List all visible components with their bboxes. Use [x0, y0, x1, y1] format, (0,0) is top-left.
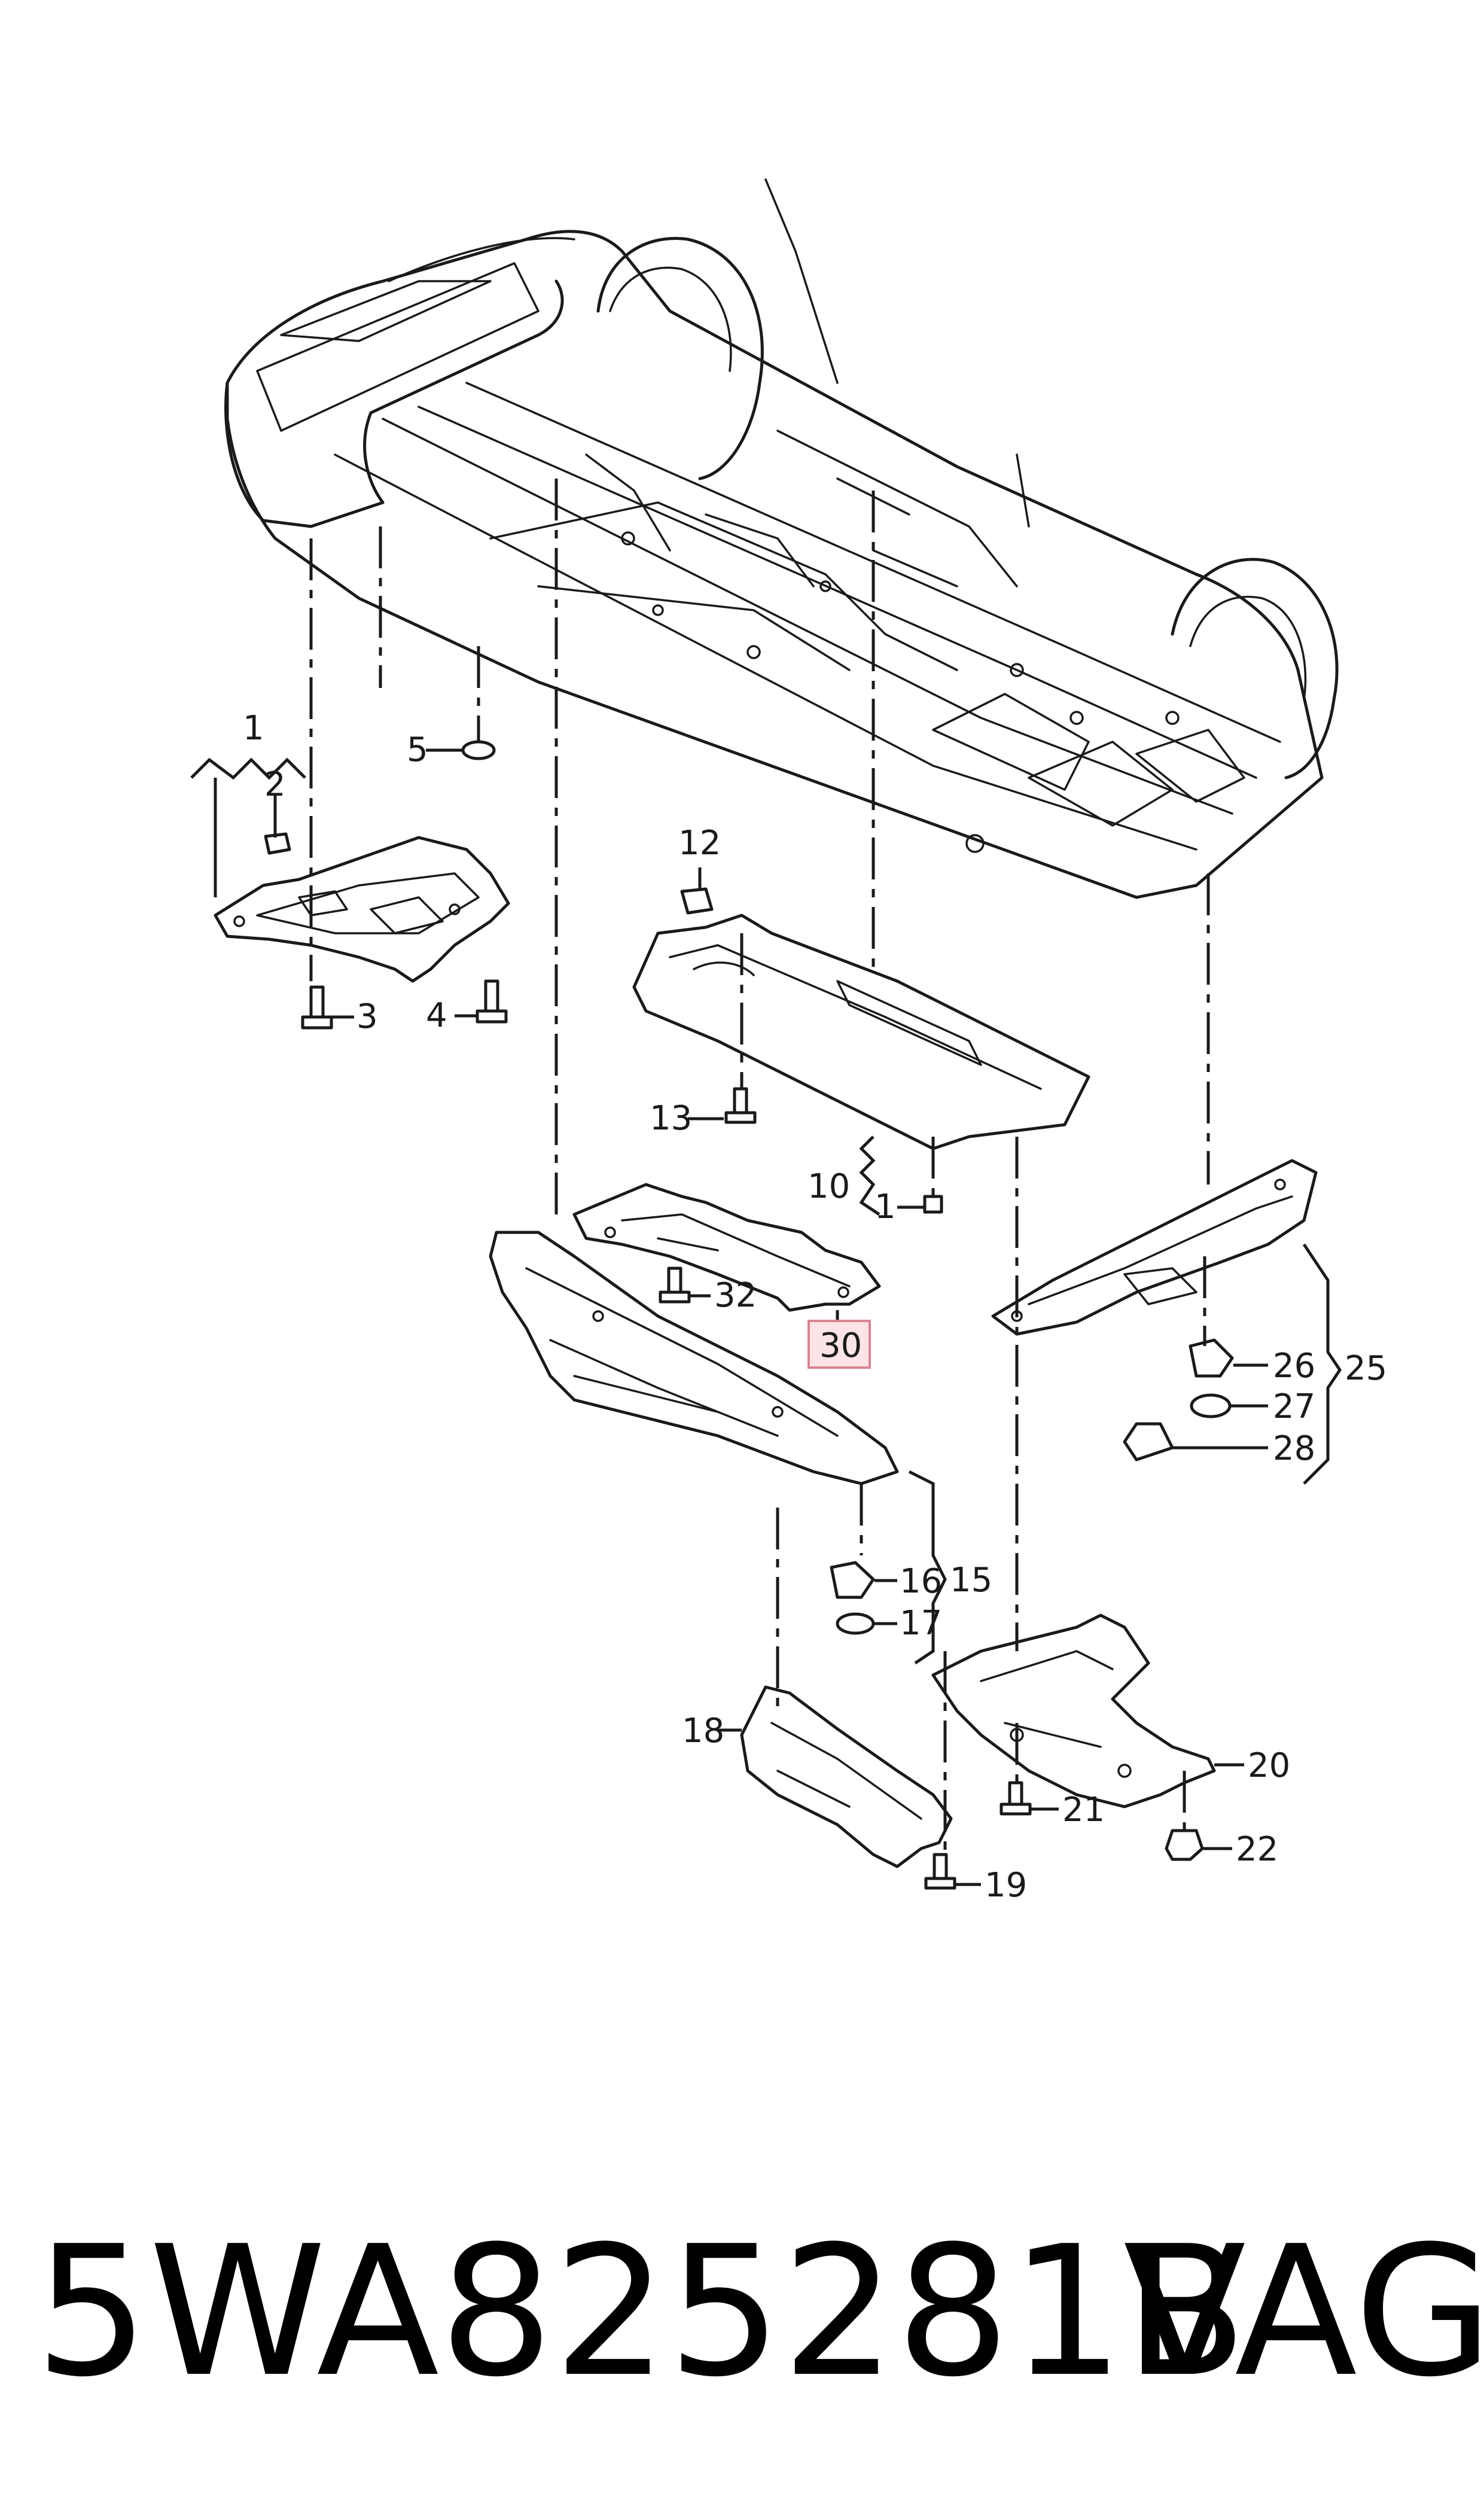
highlight-box-30: [807, 1320, 871, 1369]
assembly-lines: [309, 479, 1210, 1855]
callout-10: 10: [807, 1167, 850, 1206]
part-10-tunnel-panel: [632, 887, 1090, 1214]
part-25-front-shield: [991, 1159, 1318, 1462]
callout-2: 2: [264, 765, 286, 804]
callout-30: 30: [819, 1326, 862, 1365]
callout-3: 3: [356, 997, 378, 1036]
caption-brand: VAG: [1123, 2208, 1484, 2416]
callout-25: 25: [1345, 1349, 1387, 1388]
vehicle-underbody: [224, 178, 1339, 899]
callout-28: 28: [1273, 1429, 1315, 1468]
caption: 5WA825281B VAG: [35, 2208, 1484, 2416]
callout-22: 22: [1236, 1830, 1278, 1869]
callout-19: 19: [985, 1866, 1027, 1905]
callout-labels: 1 2 3 4 5 12 13 10 1 32 30 25 26 27 28 1…: [243, 709, 1387, 1905]
callout-16: 16: [900, 1562, 942, 1601]
callout-17: 17: [900, 1604, 942, 1643]
part-1-engine-shield: [214, 740, 510, 1030]
part-30-heat-shield: [572, 1183, 881, 1312]
callout-21: 21: [1062, 1791, 1105, 1829]
callout-20: 20: [1248, 1746, 1290, 1785]
callout-4: 4: [426, 996, 447, 1035]
callout-13: 13: [650, 1099, 692, 1138]
callout-18: 18: [682, 1712, 724, 1750]
callout-26: 26: [1273, 1347, 1315, 1386]
callout-1: 1: [243, 709, 264, 748]
callout-32: 32: [714, 1276, 757, 1315]
callout-15: 15: [950, 1561, 992, 1600]
part-20-front-engine-shield: [931, 1613, 1216, 1861]
callout-27: 27: [1273, 1387, 1315, 1426]
part-15-side-shield: [489, 1231, 899, 1635]
callout-1-second: 1: [874, 1188, 896, 1226]
callout-12: 12: [678, 824, 721, 863]
callout-5: 5: [407, 730, 428, 769]
part-18-rear-shield: [740, 1685, 956, 1890]
caption-part-number: 5WA825281B: [35, 2208, 1248, 2416]
